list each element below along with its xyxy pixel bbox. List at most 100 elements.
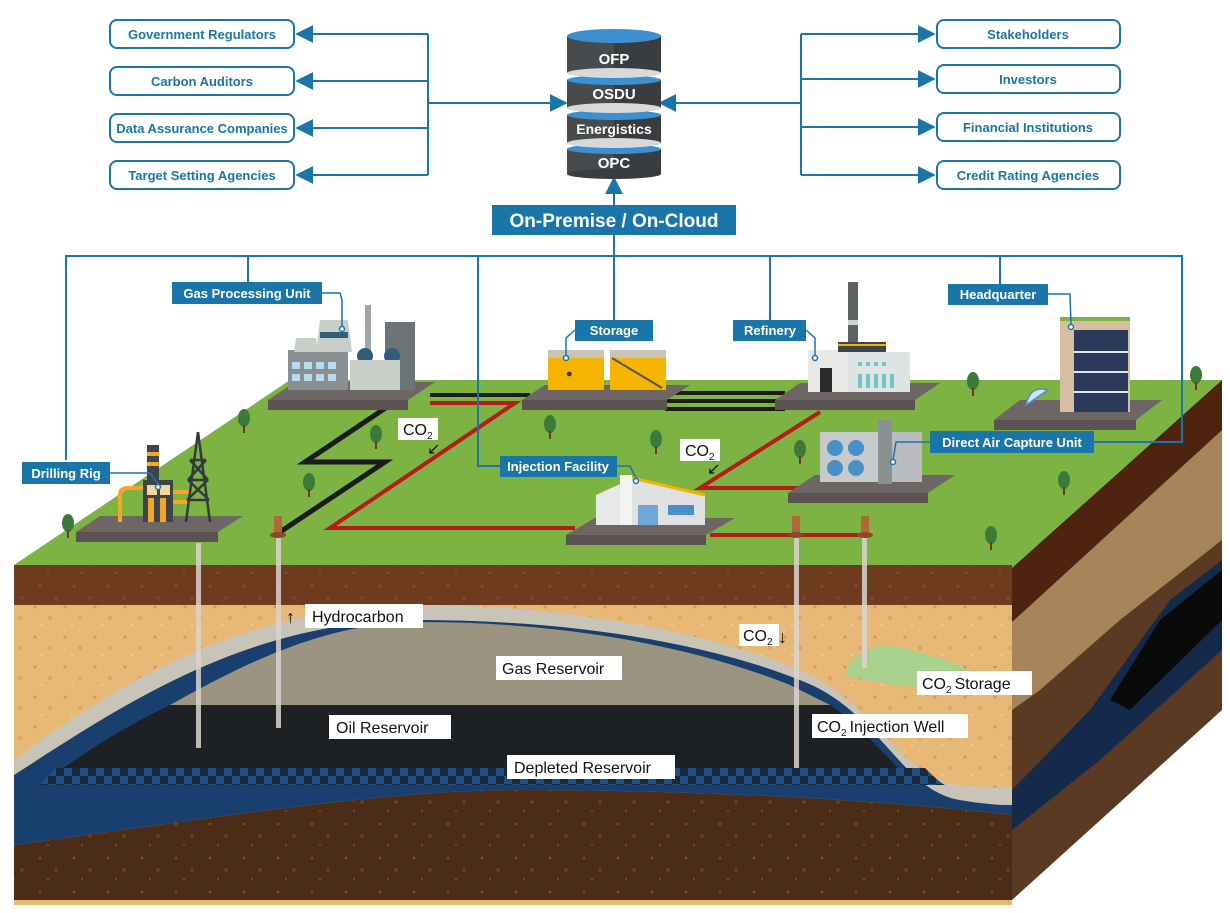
direct-air-capture-facility[interactable] [788,420,955,503]
stakeholder-label: Target Setting Agencies [128,168,275,183]
wellheads [270,516,873,538]
co2-pipeline-east [693,410,822,490]
label-oil-reservoir: Oil Reservoir [329,715,451,739]
gas-processing-facility[interactable] [268,305,435,410]
hosting-badge[interactable]: On-Premise / On-Cloud [492,205,736,235]
leader-dots [154,323,1075,491]
pipelines [278,391,870,537]
tree-icon [62,514,74,538]
subsurface-labels: ↑ Hydrocarbon Gas Reservoir Oil Reservoi… [286,604,1032,779]
db-label-osdu: OSDU [592,86,635,103]
side-oil [1110,570,1222,710]
drilling-rig-facility[interactable] [76,431,243,542]
well-co2-injection [794,538,799,768]
well-drilling-rig [196,543,201,748]
stakeholder-box[interactable]: Financial Institutions [936,112,1121,142]
surface-co2-annotations: CO2 ↙ CO2 ↙ [398,418,720,478]
label-drilling-rig[interactable]: Drilling Rig [22,462,110,484]
label-co2-down: CO2 [739,624,779,648]
svg-text:CO2: CO2 [685,443,715,463]
left-stakeholders: Government Regulators Carbon Auditors Da… [109,19,295,190]
injection-facility[interactable] [566,475,735,545]
label-storage[interactable]: Storage [575,320,653,341]
right-stakeholders: Stakeholders Investors Financial Institu… [936,19,1121,190]
satellite-dish-icon [1024,388,1050,407]
svg-text:Storage: Storage [590,323,638,338]
stakeholder-label: Credit Rating Agencies [957,168,1100,183]
stakeholder-label: Investors [999,72,1057,87]
stakeholder-label: Government Regulators [128,27,276,42]
grass-surface [14,380,1222,568]
tree-icon [238,409,250,433]
tree-icon [1058,471,1070,495]
oil-reservoir [60,705,900,770]
stakeholder-box[interactable]: Target Setting Agencies [109,160,295,190]
stakeholder-label: Financial Institutions [963,120,1093,135]
svg-text:Depleted Reservoir: Depleted Reservoir [514,760,652,777]
co2-pipeline-west [323,401,575,530]
co2-flow-label-east: CO2 ↙ [680,439,720,478]
db-layer-opc [567,144,661,179]
label-injection-facility[interactable]: Injection Facility [500,456,617,477]
data-standards-database[interactable]: OFP OSDU Energistics OPC [567,29,661,179]
hosting-label: On-Premise / On-Cloud [509,211,718,232]
svg-text:Refinery: Refinery [744,323,797,338]
stakeholder-label: Data Assurance Companies [116,121,287,136]
tree-icon [794,440,806,464]
db-label-opc: OPC [598,155,631,172]
label-refinery[interactable]: Refinery [733,320,806,341]
stakeholder-box[interactable]: Stakeholders [936,19,1121,49]
svg-text:Drilling Rig: Drilling Rig [31,466,100,481]
side-sand [1012,430,1222,710]
stakeholder-box[interactable]: Data Assurance Companies [109,113,295,143]
svg-text:Gas Processing Unit: Gas Processing Unit [183,286,311,301]
tree-icon [303,473,315,497]
label-gas-processing-unit[interactable]: Gas Processing Unit [172,282,322,304]
wellhead-icon [857,516,873,538]
svg-text:Oil Reservoir: Oil Reservoir [336,720,429,737]
depleted-reservoir-pattern [40,768,945,785]
side-topsoil [1012,380,1222,622]
db-label-energistics: Energistics [576,121,652,137]
db-layer-energistics [567,110,661,148]
stakeholder-box[interactable]: Credit Rating Agencies [936,160,1121,190]
refinery-facility[interactable] [775,282,940,410]
svg-text:Hydrocarbon: Hydrocarbon [312,609,404,626]
derrick-icon [184,431,212,523]
down-arrow-icon: ↓ [778,627,787,647]
wellhead-icon [788,516,804,538]
label-depleted-reservoir: Depleted Reservoir [507,755,675,779]
stakeholder-label: Stakeholders [987,27,1069,42]
well-production [276,538,281,728]
db-layer-ofp [567,29,661,78]
headquarter-facility[interactable] [994,317,1162,430]
facility-labels: Gas Processing Unit Storage Refinery Hea… [22,282,1094,484]
diagonal-arrow-icon: ↙ [427,441,440,458]
connectors [65,25,1183,485]
tree-icon [650,430,662,454]
diagonal-arrow-icon: ↙ [707,461,720,478]
ground-block [14,380,1222,905]
stakeholder-box[interactable]: Investors [936,64,1121,94]
tree-icon [967,372,979,396]
hydrocarbon-pipeline [278,402,394,535]
db-layer-osdu [567,75,661,113]
wellhead-icon [270,516,286,538]
svg-text:Injection Facility: Injection Facility [507,459,610,474]
stakeholder-box[interactable]: Carbon Auditors [109,66,295,96]
trees [62,366,1202,550]
label-direct-air-capture-unit[interactable]: Direct Air Capture Unit [930,431,1094,453]
storage-facility[interactable]: ● [522,350,690,410]
oil-drop-icon: ● [566,368,573,380]
label-hydrocarbon: Hydrocarbon [305,604,423,628]
svg-text:Headquarter: Headquarter [960,287,1037,302]
label-headquarter[interactable]: Headquarter [948,284,1048,305]
tree-icon [985,526,997,550]
svg-text:Direct Air Capture Unit: Direct Air Capture Unit [942,435,1082,450]
tree-icon [544,415,556,439]
stakeholder-box[interactable]: Government Regulators [109,19,295,49]
svg-text:CO2: CO2 [403,422,433,442]
